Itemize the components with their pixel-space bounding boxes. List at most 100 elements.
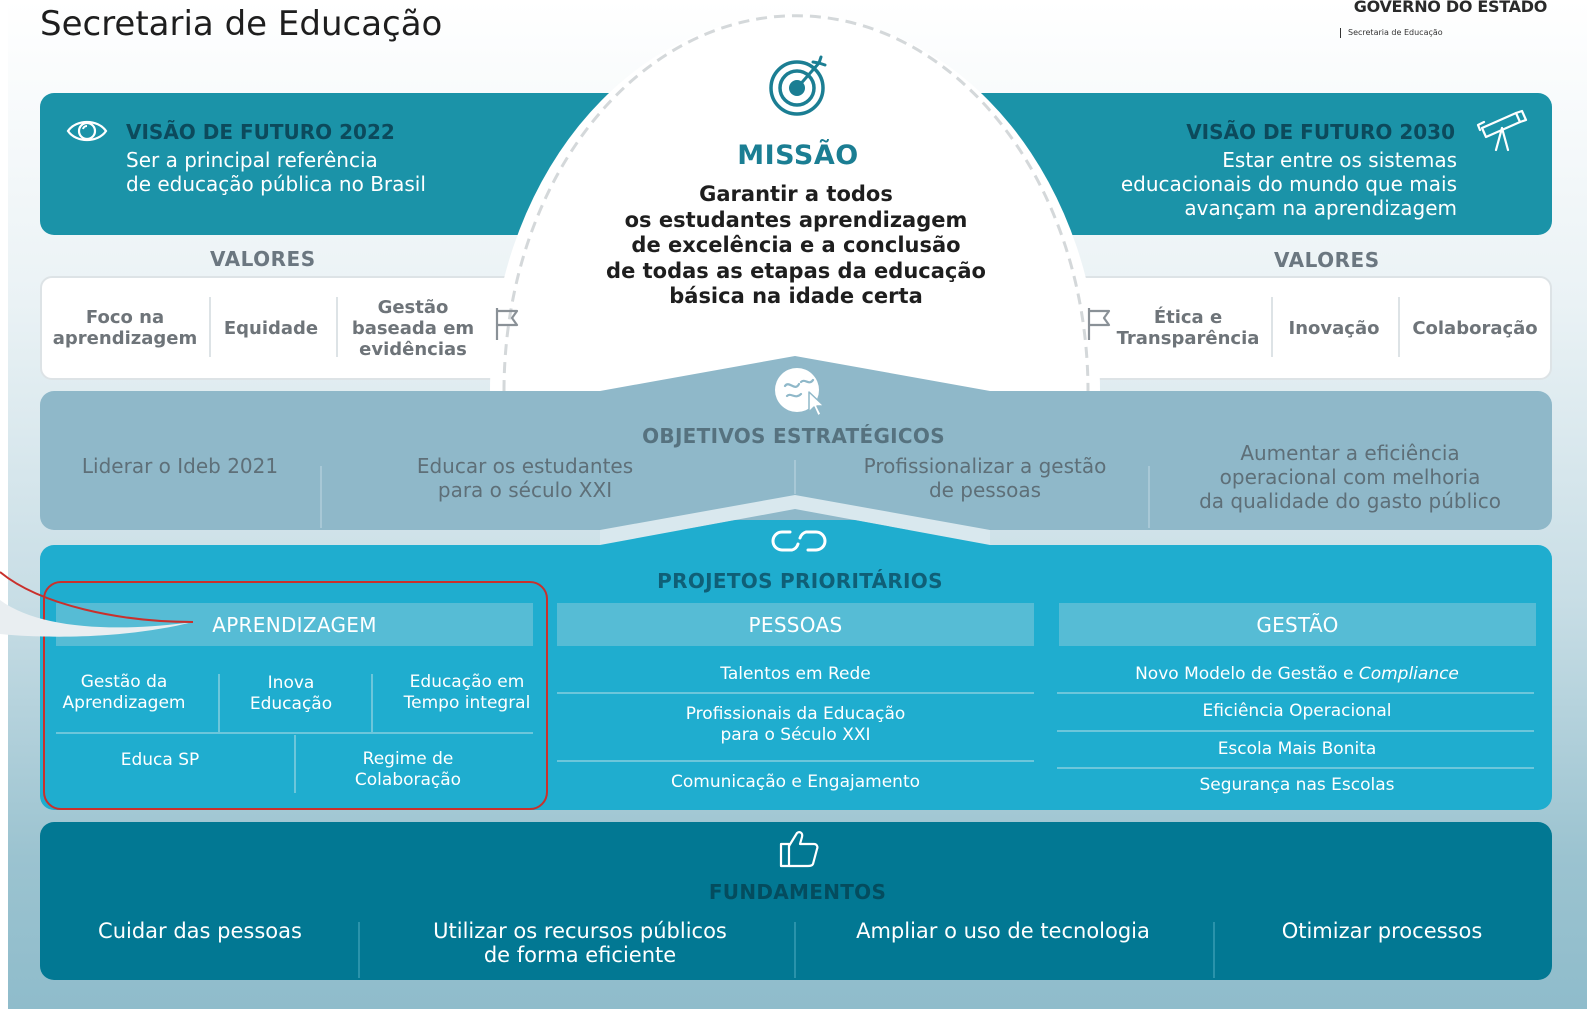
divider: [56, 732, 533, 734]
projects-title: PROJETOS PRIORITÁRIOS: [657, 569, 943, 593]
objective-line: Profissionalizar a gestão: [863, 454, 1107, 478]
vision-2022-line: de educação pública no Brasil: [126, 172, 426, 196]
fundamento-line: Cuidar das pessoas: [98, 919, 302, 943]
fundamento-item: Utilizar os recursos públicos de forma e…: [400, 919, 760, 967]
projects-chevron: [600, 520, 990, 545]
objective-line: Liderar o Ideb 2021: [81, 454, 279, 478]
value-line: baseada em: [351, 317, 475, 339]
fundamento-item: Cuidar das pessoas: [60, 919, 340, 943]
project-line: para o Século XXI: [720, 725, 871, 745]
project-item: Eficiência Operacional: [1202, 701, 1392, 721]
column-head-pessoas: PESSOAS: [557, 603, 1034, 646]
project-item: Gestão da Aprendizagem: [56, 672, 192, 714]
fundamento-item: Otimizar processos: [1240, 919, 1524, 943]
government-subtitle: Secretaria de Educação: [1340, 28, 1443, 38]
divider: [1213, 922, 1215, 978]
project-line: Comunicação e Engajamento: [670, 772, 921, 792]
divider: [371, 674, 373, 732]
objectives-title: OBJETIVOS ESTRATÉGICOS: [642, 424, 945, 448]
fundamento-line: Ampliar o uso de tecnologia: [856, 919, 1150, 943]
project-line: Educa SP: [120, 750, 200, 770]
value-line: evidências: [359, 338, 467, 360]
divider: [557, 760, 1034, 762]
divider: [1398, 297, 1400, 357]
column-head-aprendizagem: APRENDIZAGEM: [56, 603, 533, 646]
fundamento-line: Otimizar processos: [1281, 919, 1483, 943]
project-line: Regime de: [362, 749, 454, 769]
divider: [294, 735, 296, 793]
column-head-gestao: GESTÃO: [1059, 603, 1536, 646]
fundamento-line: de forma eficiente: [483, 943, 677, 967]
project-item: Talentos em Rede: [557, 664, 1034, 685]
project-line: Talentos em Rede: [720, 664, 871, 684]
divider: [358, 922, 360, 978]
mission-line: de excelência e a conclusão: [631, 233, 961, 257]
telescope-icon: [1476, 108, 1528, 158]
value-line: Colaboração: [1412, 317, 1538, 339]
objective-line: de pessoas: [928, 478, 1042, 502]
fundamento-item: Ampliar o uso de tecnologia: [830, 919, 1176, 943]
divider: [1057, 692, 1534, 694]
objective-line: Aumentar a eficiência: [1240, 441, 1460, 465]
projects-panel: [40, 545, 1552, 810]
value-line: Gestão: [377, 296, 449, 318]
divider: [794, 460, 796, 494]
value-item: Colaboração: [1404, 290, 1546, 366]
cursor-target-icon: [773, 366, 829, 422]
values-label-left: VALORES: [210, 247, 316, 271]
project-item: Segurança nas Escolas: [1199, 775, 1395, 795]
thumbs-up-icon: [779, 829, 821, 873]
mission-line: Garantir a todos: [699, 182, 893, 206]
project-line-emphasis: Compliance: [1358, 664, 1459, 684]
value-item: Equidade: [214, 290, 328, 366]
project-line: Tempo integral: [403, 693, 531, 713]
mission-line: básica na idade certa: [669, 284, 923, 308]
eye-icon: [66, 116, 108, 150]
values-box-left: [40, 276, 560, 380]
divider: [1271, 297, 1273, 357]
project-item: Inova Educação: [226, 673, 356, 715]
fundamentos-title: FUNDAMENTOS: [708, 880, 887, 904]
divider: [320, 466, 322, 528]
vision-2030-line: Estar entre os sistemas: [1222, 148, 1457, 172]
divider: [218, 674, 220, 732]
project-item: Novo Modelo de Gestão e Compliance: [1057, 664, 1537, 685]
value-line: Inovação: [1288, 317, 1380, 339]
value-item: Inovação: [1276, 290, 1392, 366]
project-line: Gestão da: [80, 672, 168, 692]
project-item: Escola Mais Bonita: [1217, 739, 1377, 759]
vision-2030-text: Estar entre os sistemas educacionais do …: [1057, 148, 1457, 220]
divider: [1148, 466, 1150, 528]
project-line: Novo Modelo de Gestão e: [1135, 664, 1359, 684]
values-label-right: VALORES: [1274, 248, 1380, 272]
project-line: Inova: [267, 673, 315, 693]
value-line: Foco na: [85, 307, 165, 328]
fundamentos-panel: [40, 822, 1552, 980]
fundamento-line: Utilizar os recursos públicos: [433, 919, 727, 943]
flag-icon: [493, 306, 521, 346]
vision-2022-text: Ser a principal referência de educação p…: [126, 148, 506, 196]
objective-item: Educar os estudantes para o século XXI: [380, 454, 670, 502]
value-line: Transparência: [1116, 328, 1260, 349]
government-name: GOVERNO DO ESTADO: [1353, 0, 1548, 16]
divider: [557, 692, 1034, 694]
vision-2022-line: Ser a principal referência: [126, 148, 378, 172]
divider: [794, 922, 796, 978]
project-line: Educação: [249, 694, 333, 714]
page-title: Secretaria de Educação: [40, 4, 443, 44]
divider: [1057, 730, 1534, 732]
mission-line: de todas as etapas da educação: [606, 258, 986, 283]
project-item: Profissionais da Educação para o Século …: [557, 704, 1034, 746]
vision-2030-line: avançam na aprendizagem: [1184, 196, 1457, 220]
divider: [336, 297, 338, 357]
vision-2030-line: educacionais do mundo que mais: [1120, 172, 1457, 196]
flag-icon: [1085, 306, 1113, 346]
project-item: Educa SP: [80, 750, 240, 771]
divider: [209, 297, 211, 357]
target-icon: [769, 55, 829, 121]
vision-2022-title: VISÃO DE FUTURO 2022: [126, 120, 395, 144]
value-line: Ética e: [1153, 307, 1223, 328]
project-line: Aprendizagem: [62, 693, 186, 713]
